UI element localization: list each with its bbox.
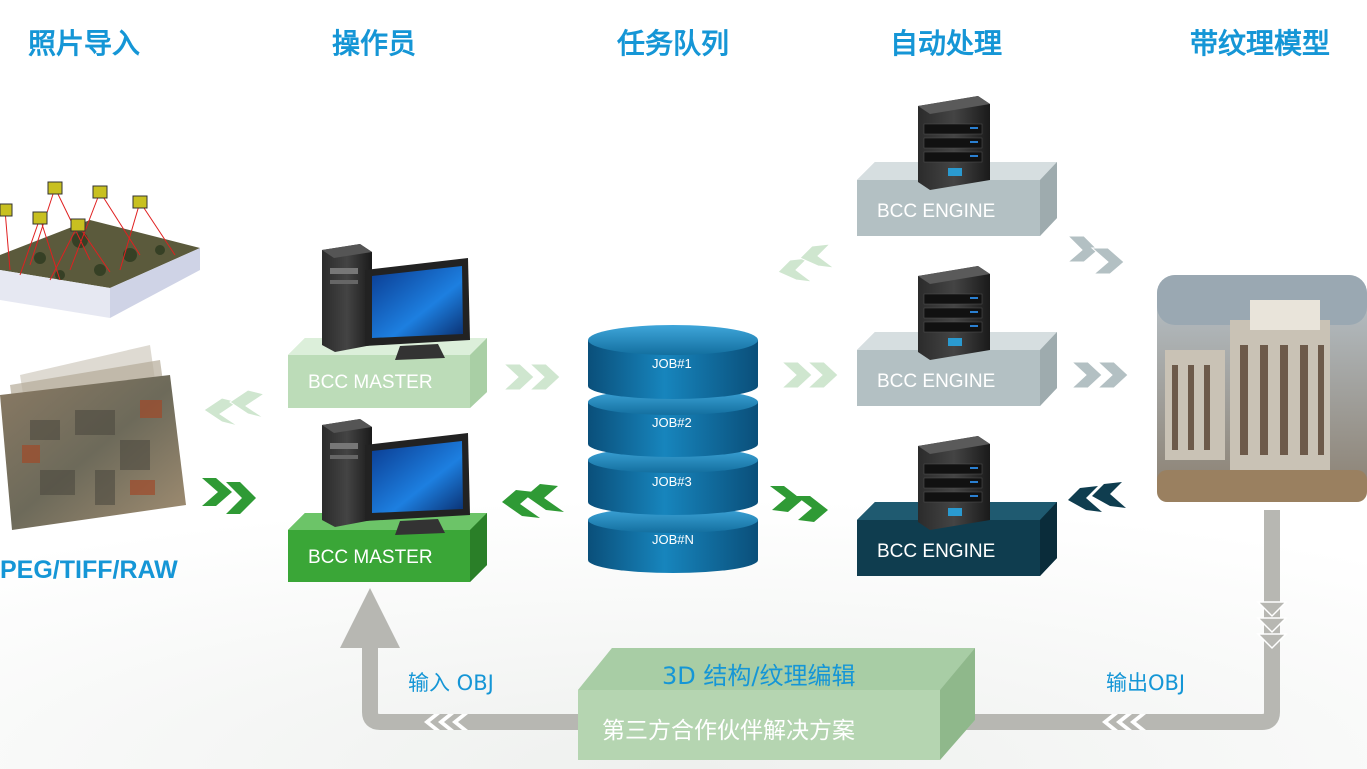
header-photo-import: 照片导入	[28, 27, 141, 60]
header-textured-model: 带纹理模型	[1190, 27, 1331, 60]
arrow-engine-model-top	[1066, 235, 1125, 275]
computer-icon-top	[322, 244, 470, 360]
engine-label-2: BCC ENGINE	[877, 371, 996, 392]
engine-platform-2	[857, 332, 1057, 406]
arrow-master-queue-bottom	[502, 484, 564, 518]
header-auto-process: 自动处理	[890, 27, 1003, 60]
job-label-2: JOB#2	[652, 415, 692, 430]
third-party-box	[578, 648, 975, 760]
aerial-photo-stack-icon	[0, 345, 186, 530]
arrow-import-bottom	[202, 478, 256, 514]
arrow-queue-engine-top	[777, 243, 836, 283]
output-obj-label: 输出OBJ	[1106, 671, 1186, 695]
job-queue-stack	[588, 325, 758, 573]
job-label-1: JOB#1	[652, 356, 692, 371]
server-icon-1	[918, 96, 990, 190]
server-icon-3	[918, 436, 990, 530]
job-label-n: JOB#N	[652, 532, 694, 547]
terrain-model-icon	[0, 181, 200, 318]
arrow-queue-engine-bottom	[770, 486, 828, 522]
input-obj-label: 输入 OBJ	[408, 671, 494, 695]
arrow-master-queue-top	[502, 363, 561, 391]
arrow-import-top	[203, 389, 266, 427]
engine-label-1: BCC ENGINE	[877, 201, 996, 222]
arrow-engine-model-bottom	[1068, 482, 1126, 512]
header-task-queue: 任务队列	[617, 27, 730, 60]
computer-icon-bottom	[322, 419, 470, 535]
third-party-subtitle: 第三方合作伙伴解决方案	[602, 718, 855, 744]
formats-label: PEG/TIFF/RAW	[0, 556, 178, 584]
arrow-queue-engine-mid	[780, 361, 839, 389]
engine-label-3: BCC ENGINE	[877, 541, 996, 562]
engine-platform-3	[857, 502, 1057, 576]
textured-model-image	[1157, 275, 1367, 502]
arrow-engine-model-mid	[1070, 361, 1129, 389]
master-label-top: BCC MASTER	[308, 372, 433, 393]
third-party-title: 3D 结构/纹理编辑	[662, 662, 856, 690]
header-operator: 操作员	[332, 27, 417, 60]
job-label-3: JOB#3	[652, 474, 692, 489]
master-label-bottom: BCC MASTER	[308, 547, 433, 568]
server-icon-2	[918, 266, 990, 360]
